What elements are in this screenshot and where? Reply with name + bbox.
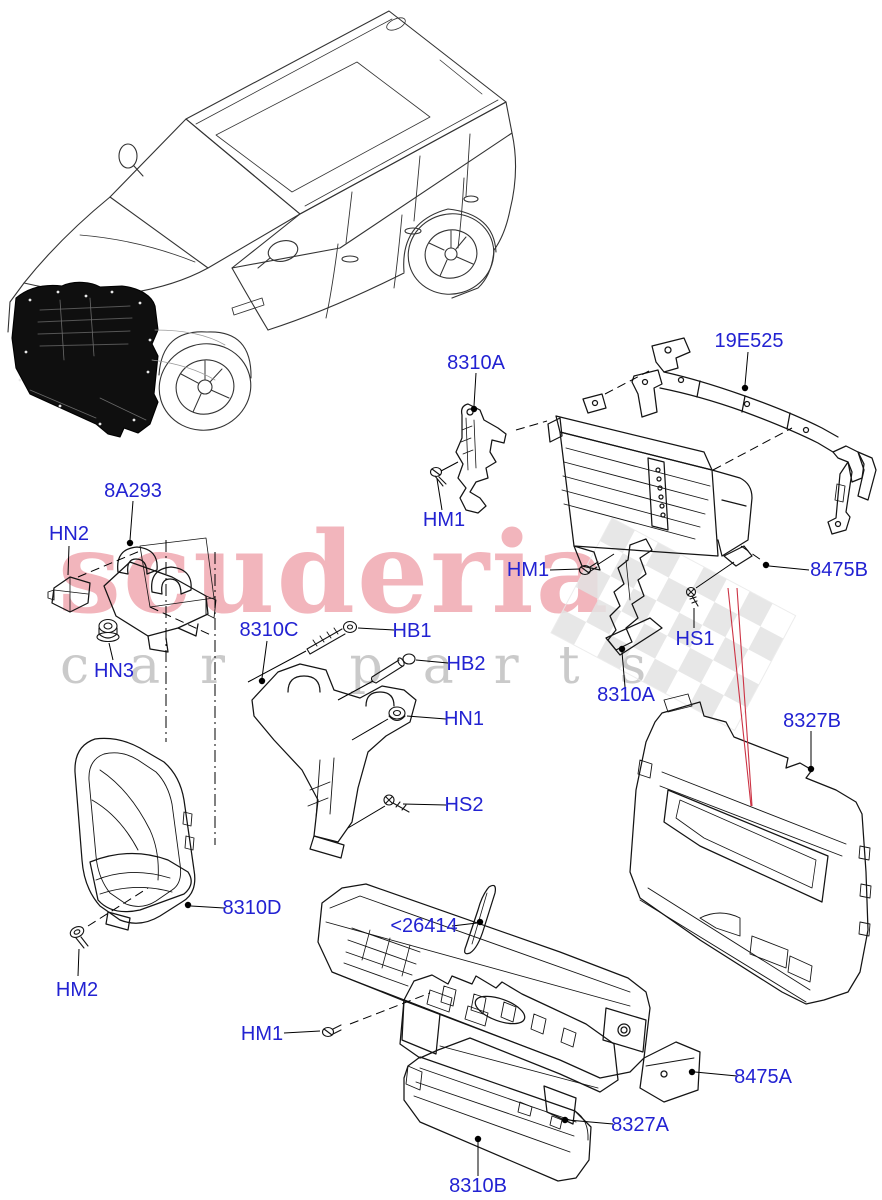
callout-label-HS2[interactable]: HS2 (444, 794, 484, 816)
nut-hn1-icon (388, 706, 406, 722)
part-8310d-deflector (74, 737, 196, 931)
part-19e525-bracket (631, 337, 877, 535)
callout-label-8310C[interactable]: 8310C (239, 619, 299, 641)
nut-hn3-icon (96, 618, 120, 643)
part-8310a-upper-deflector (455, 403, 507, 514)
checkered-flag-watermark (550, 517, 797, 732)
centerline-dashdot (165, 540, 216, 845)
part-8310b-grille-strip (403, 1056, 592, 1182)
part-8310a-mid-deflector (605, 538, 663, 656)
part-8a293-clamp (103, 537, 217, 653)
callout-label-HM1-b[interactable]: HM1 (506, 559, 550, 581)
part-upper-shutter-assembly (547, 393, 753, 571)
callout-label-HB1[interactable]: HB1 (392, 620, 432, 642)
watermark-subtitle: car parts (60, 636, 687, 696)
callout-label-19E525[interactable]: 19E525 (714, 330, 784, 352)
callout-label-8310B[interactable]: 8310B (449, 1175, 507, 1197)
callout-label-HM1-c[interactable]: HM1 (240, 1023, 284, 1045)
bolt-hb1-icon (306, 620, 358, 655)
assembly-dashed-lines (77, 370, 793, 1025)
callout-label-8327A[interactable]: 8327A (611, 1114, 669, 1136)
leader-dots (126, 384, 815, 1143)
callout-label-8310A-mid[interactable]: 8310A (597, 684, 655, 706)
callout-label-HM2[interactable]: HM2 (55, 979, 99, 1001)
callout-label-8475A[interactable]: 8475A (734, 1066, 792, 1088)
callout-label-8310A-upper[interactable]: 8310A (447, 352, 505, 374)
vehicle-illustration (7, 10, 517, 438)
callout-label-8327B[interactable]: 8327B (783, 710, 841, 732)
part-hn2-clip (47, 576, 91, 613)
bolt-hb2-icon (370, 653, 416, 684)
callout-label-HN1[interactable]: HN1 (443, 708, 485, 730)
part-8310c-center-bracket (251, 663, 417, 859)
part-8327b-air-duct (629, 693, 872, 1005)
callout-label-8475B[interactable]: 8475B (810, 559, 868, 581)
callout-label-8310D[interactable]: 8310D (222, 897, 282, 919)
part-8475a-lower-shutter (317, 883, 701, 1125)
highlighted-front-module (11, 281, 226, 438)
part-26414-seal-strip (464, 884, 496, 955)
red-pointer-lines (727, 587, 753, 807)
part-8327a-lower-deflector (399, 974, 619, 1093)
callout-label-HB2[interactable]: HB2 (446, 653, 486, 675)
screw-hs2-icon (383, 794, 410, 813)
callout-label-HN3[interactable]: HN3 (93, 660, 135, 682)
callout-label-26414[interactable]: <26414 (390, 915, 458, 937)
bolt-hm1-lower-icon (321, 1024, 342, 1038)
leader-lines (67, 351, 815, 1176)
screw-hs1-icon (685, 586, 699, 607)
callout-label-HS1[interactable]: HS1 (675, 628, 715, 650)
bolt-hm1-upper-icon (429, 466, 447, 487)
callout-label-8A293[interactable]: 8A293 (104, 480, 162, 502)
bolt-hm2-icon (69, 926, 89, 949)
callout-label-HM1-a[interactable]: HM1 (422, 509, 466, 531)
bolt-hm1-middle-icon (578, 561, 599, 576)
callout-label-HN2[interactable]: HN2 (48, 523, 90, 545)
